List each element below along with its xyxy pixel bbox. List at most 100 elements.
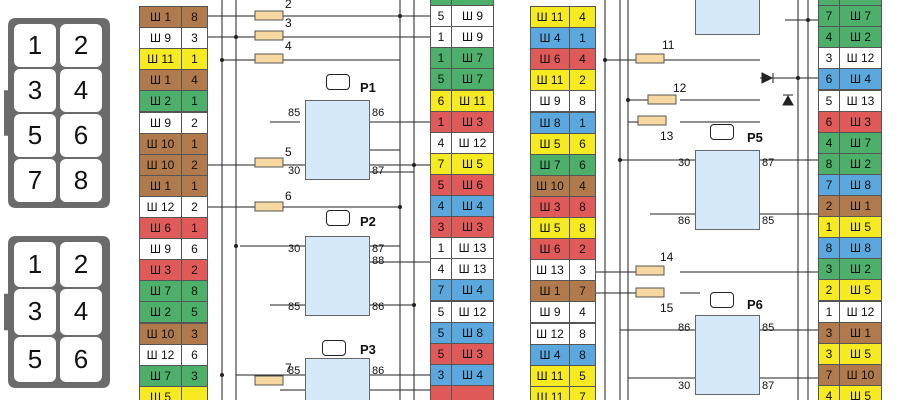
column-b-cell: Ш 3	[451, 110, 494, 133]
column-b-cell: Ш 3	[451, 342, 494, 365]
column-b-cell: Ш 7	[451, 68, 494, 91]
heated-window-icon	[326, 74, 350, 90]
column-c-cell: 8	[569, 343, 596, 366]
fuse-label: 6	[285, 189, 292, 203]
wiper-icon	[326, 210, 350, 226]
column-d-cell: 5	[818, 89, 840, 112]
connector-8-pin-pin: 5	[14, 114, 56, 157]
column-b-cell	[430, 384, 452, 400]
column-a-cell: 6	[181, 343, 208, 366]
column-b-cell: 1	[430, 237, 452, 260]
column-b-cell: 1	[430, 26, 452, 49]
column-b-cell: Ш 3	[451, 216, 494, 239]
fuse-label: 5	[285, 145, 292, 159]
relay-pin-label: 87	[762, 157, 775, 169]
column-b-cell: Ш 9	[451, 26, 494, 49]
column-a-cell: 5	[181, 301, 208, 324]
column-b-cell: 3	[430, 363, 452, 386]
fuse	[254, 10, 284, 21]
column-b-cell: 6	[430, 89, 452, 112]
fuse	[254, 30, 284, 41]
column-c-cell: Ш 13	[530, 259, 570, 282]
column-a-cell: 2	[181, 195, 208, 218]
relay-name: P5	[747, 130, 763, 145]
relay-pin-label: 86	[372, 301, 385, 313]
relay-pin-label: 85	[762, 322, 775, 334]
column-d-cell: Ш 5	[839, 279, 882, 302]
column-d-cell: 3	[818, 321, 840, 344]
fuse	[635, 287, 665, 298]
column-b-cell: 5	[430, 342, 452, 365]
connector-8-pin-pin: 6	[60, 114, 102, 157]
column-d-cell: 3	[818, 258, 840, 281]
column-d-cell: Ш 7	[839, 131, 882, 154]
column-a-cell: 3	[181, 322, 208, 345]
column-d-cell: Ш 8	[839, 173, 882, 196]
relay-pin-label: 30	[288, 165, 301, 177]
column-c-cell: Ш 6	[530, 238, 570, 261]
column-a-cell: 4	[181, 69, 208, 92]
column-c-cell: 7	[569, 385, 596, 400]
relay-p2	[305, 236, 370, 316]
column-c-cell: Ш 3	[530, 195, 570, 218]
column-d-cell: 6	[818, 68, 840, 91]
column-d-cell: 1	[818, 300, 840, 323]
column-c-cell: 4	[569, 48, 596, 71]
column-b-cell: 4	[430, 258, 452, 281]
column-a-cell: 2	[181, 111, 208, 134]
column-b-cell: Ш 4	[451, 195, 494, 218]
wire-junction	[234, 35, 238, 39]
column-d-cell: 7	[818, 363, 840, 386]
fuse	[637, 115, 667, 126]
column-a-cell: 1	[181, 132, 208, 155]
column-d-cell: Ш 1	[839, 321, 882, 344]
column-a-cell	[181, 385, 208, 400]
relay-pin-label: 86	[678, 215, 691, 227]
column-b-cell: 5	[430, 68, 452, 91]
column-d-cell: 2	[818, 195, 840, 218]
column-a-cell: Ш 1	[139, 174, 182, 197]
relay-pin-label: 30	[678, 380, 691, 392]
column-d-cell: 8	[818, 237, 840, 260]
column-c-cell: Ш 11	[530, 6, 570, 29]
connector-6-pin-pin: 6	[60, 336, 102, 382]
column-c-cell: 8	[569, 322, 596, 345]
relay-name: P2	[360, 214, 376, 229]
column-d-cell: Ш 12	[839, 300, 882, 323]
fuse-label: 3	[285, 16, 292, 30]
column-d-cell: 7	[818, 5, 840, 28]
column-c-cell: Ш 11	[530, 385, 570, 400]
column-a-cell: 1	[181, 217, 208, 240]
column-a-cell: Ш 7	[139, 364, 182, 387]
column-c-cell: 8	[569, 195, 596, 218]
column-d-cell: 4	[818, 131, 840, 154]
column-d-cell: Ш 3	[839, 110, 882, 133]
column-a-cell: Ш 12	[139, 195, 182, 218]
column-d-cell: Ш 2	[839, 26, 882, 49]
column-c-cell: Ш 5	[530, 217, 570, 240]
column-c-cell: Ш 11	[530, 69, 570, 92]
column-c-cell: 6	[569, 153, 596, 176]
column-c-cell: 1	[569, 111, 596, 134]
column-c-cell: 6	[569, 132, 596, 155]
column-b-cell: 7	[430, 152, 452, 175]
relay-pin-label: 85	[288, 365, 301, 377]
connector-8-pin-pin: 3	[14, 69, 56, 112]
column-a-cell: 8	[181, 280, 208, 303]
relay-pin-label: 30	[288, 243, 301, 255]
column-b-cell: Ш 12	[451, 300, 494, 323]
diode-icon	[761, 72, 774, 84]
column-c-cell: Ш 8	[530, 111, 570, 134]
column-a-cell: Ш 3	[139, 259, 182, 282]
column-b-cell: 5	[430, 321, 452, 344]
wire-junction	[796, 76, 800, 80]
column-b-cell: Ш 9	[451, 5, 494, 28]
column-a-cell: Ш 2	[139, 301, 182, 324]
fuse-label: 15	[660, 301, 674, 315]
horn-icon	[322, 340, 346, 356]
wire-junction	[603, 58, 607, 62]
connector-6-pin-pin: 3	[14, 289, 56, 335]
column-d-cell: Ш 2	[839, 152, 882, 175]
column-a-cell: Ш 7	[139, 280, 182, 303]
